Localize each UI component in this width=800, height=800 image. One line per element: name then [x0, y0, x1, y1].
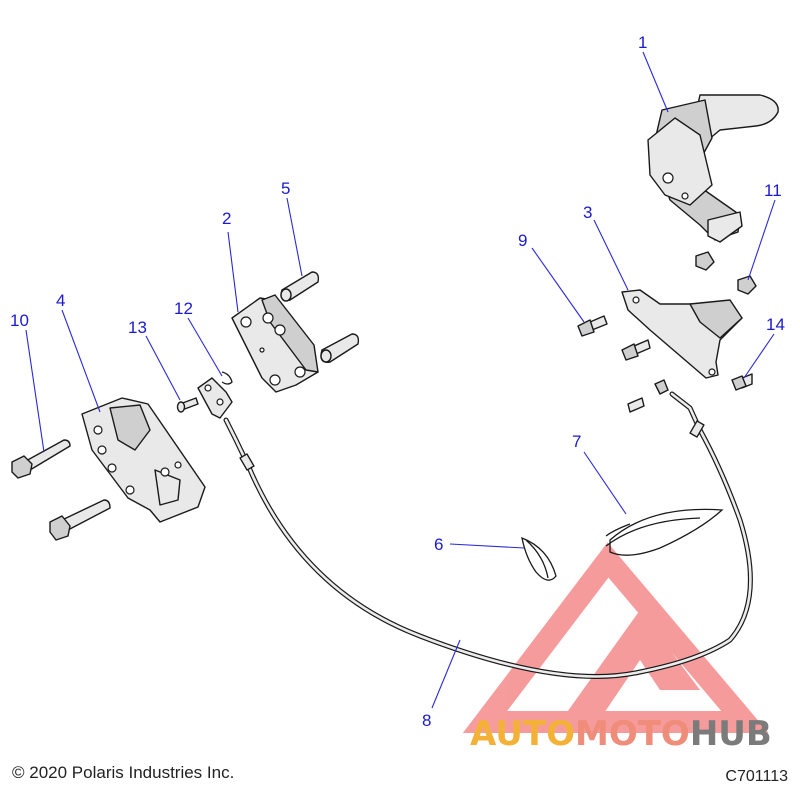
callout-1: 1	[638, 33, 647, 52]
cable-end-bracket-part	[197, 371, 233, 419]
callout-13: 13	[128, 318, 147, 337]
pins-part	[280, 271, 360, 363]
small-bolt-part	[176, 397, 199, 413]
watermark-moto: MOTO	[574, 714, 690, 754]
brake-handle-part	[647, 94, 779, 243]
leader-lines	[25, 51, 776, 709]
callout-2: 2	[222, 209, 231, 228]
callout-5: 5	[281, 179, 290, 198]
watermark-auto: AUTO	[470, 714, 575, 754]
callout-labels: 1 2 3 4 5 6 7 8 9 10 11 12 13 14	[10, 33, 785, 730]
callout-3: 3	[583, 203, 592, 222]
callout-10: 10	[10, 311, 29, 330]
bolts-left-part	[11, 439, 111, 541]
callout-14: 14	[766, 315, 785, 334]
callout-11: 11	[764, 181, 782, 200]
callout-9: 9	[518, 231, 527, 250]
callout-7: 7	[572, 432, 581, 451]
mounting-plate-part	[231, 294, 319, 393]
fasteners-right-part	[577, 251, 757, 413]
copyright-text: © 2020 Polaris Industries Inc.	[12, 763, 235, 782]
handle-bracket-part	[621, 289, 743, 379]
callout-12: 12	[174, 299, 193, 318]
watermark-logo-text: AUTOMOTOHUB	[470, 714, 772, 754]
watermark-triangle	[462, 542, 769, 733]
watermark-hub: HUB	[689, 714, 772, 754]
brake-cable-part	[223, 391, 753, 679]
large-strap-part	[605, 508, 724, 556]
callout-4: 4	[56, 291, 65, 310]
callout-8: 8	[422, 711, 431, 730]
figure-id: C701113	[725, 768, 788, 785]
small-strap-part	[521, 536, 557, 581]
callout-6: 6	[434, 535, 443, 554]
bracket-part	[81, 397, 206, 523]
